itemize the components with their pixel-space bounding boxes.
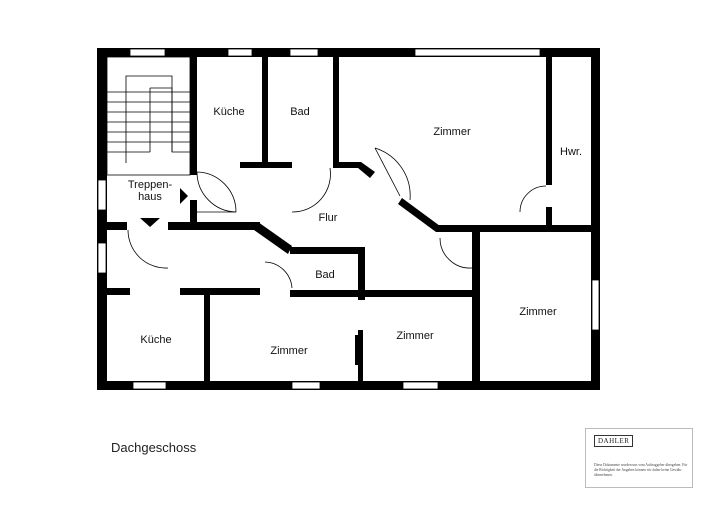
room-label-hwr: Hwr. (560, 146, 582, 158)
room-label-zimmer-left: Zimmer (270, 345, 308, 357)
room-label-treppenhaus-2: haus (138, 191, 162, 203)
windows (97, 48, 600, 390)
disclaimer-box: DAHLER Diese Dokumente wurden uns vom Au… (585, 428, 693, 488)
disclaimer-text: Diese Dokumente wurden uns vom Auftragge… (594, 463, 688, 477)
stairs (106, 56, 191, 176)
room-label-kueche-bottom: Küche (140, 334, 171, 346)
logo: DAHLER (594, 435, 634, 447)
room-label-zimmer-mid: Zimmer (396, 330, 434, 342)
room-label-flur: Flur (319, 212, 338, 224)
floor-title: Dachgeschoss (111, 440, 197, 455)
room-label-kueche-top: Küche (213, 106, 244, 118)
room-label-zimmer-top: Zimmer (433, 126, 471, 138)
room-labels: Küche Bad Zimmer Hwr. Treppen- haus Flur… (128, 106, 582, 357)
room-label-bad-top: Bad (290, 106, 310, 118)
walls (97, 48, 600, 390)
room-label-zimmer-right: Zimmer (519, 306, 557, 318)
doors (127, 147, 547, 289)
room-label-bad-small: Bad (315, 269, 335, 281)
room-label-treppenhaus-1: Treppen- (128, 179, 173, 191)
door-arrows (140, 188, 188, 227)
